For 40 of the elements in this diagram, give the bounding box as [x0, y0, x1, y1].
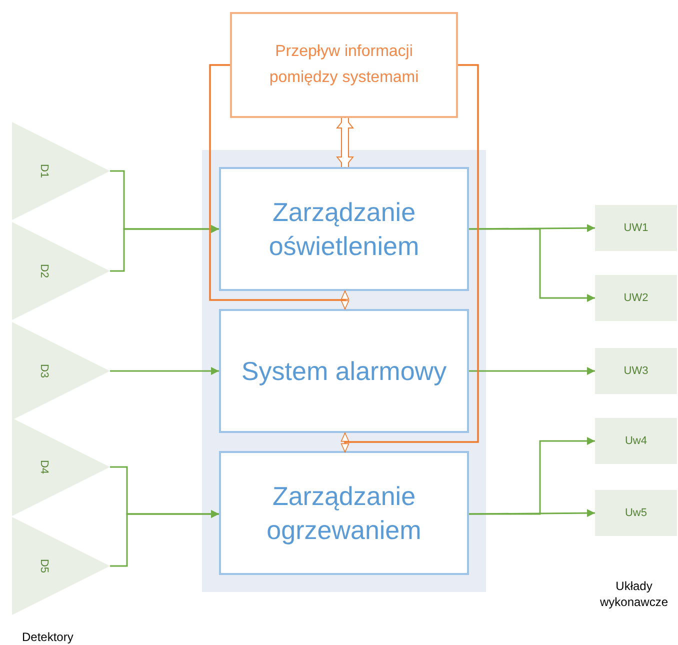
box-text: Przepływ informacji pomiędzy systemami [268, 42, 420, 88]
arrow [469, 228, 595, 302]
detector-triangle [12, 122, 110, 220]
detector-label: D4 [38, 459, 52, 475]
arrow [336, 118, 354, 168]
arrow [110, 225, 219, 272]
box-text: UW2 [624, 290, 648, 306]
process-box [219, 167, 469, 291]
actuator-box [595, 275, 677, 321]
detector-triangle [12, 222, 110, 320]
arrow [469, 367, 595, 375]
actuator-box [595, 348, 677, 394]
group-label: Detektory [22, 629, 74, 645]
box-text: UW3 [624, 364, 648, 379]
box-text: Uw4 [624, 434, 647, 449]
arrow [469, 437, 595, 515]
arrow [469, 509, 595, 518]
process-box [219, 451, 469, 575]
detector-triangle [12, 322, 110, 420]
arrow [469, 224, 595, 232]
detector-label: D5 [38, 558, 52, 574]
actuator-box [595, 205, 677, 251]
group-panel [202, 150, 486, 592]
detector-label: D1 [38, 163, 52, 179]
arrow [110, 510, 219, 567]
process-box [230, 12, 458, 118]
group-label: Układy wykonawcze [598, 578, 670, 610]
box-text: Zarządzanie oświetleniem [268, 196, 420, 263]
detector-triangle [12, 418, 110, 516]
box-text: Uw5 [624, 506, 647, 521]
actuator-box [595, 490, 677, 536]
box-text: UW1 [624, 220, 648, 236]
process-box [219, 309, 469, 433]
box-text: Zarządzanie ogrzewaniem [266, 480, 422, 547]
actuator-box [595, 418, 677, 464]
arrow [110, 367, 219, 375]
detector-label: D3 [38, 363, 52, 379]
detector-label: D2 [38, 263, 52, 279]
detector-triangle [12, 517, 110, 615]
box-text: System alarmowy [240, 355, 448, 388]
